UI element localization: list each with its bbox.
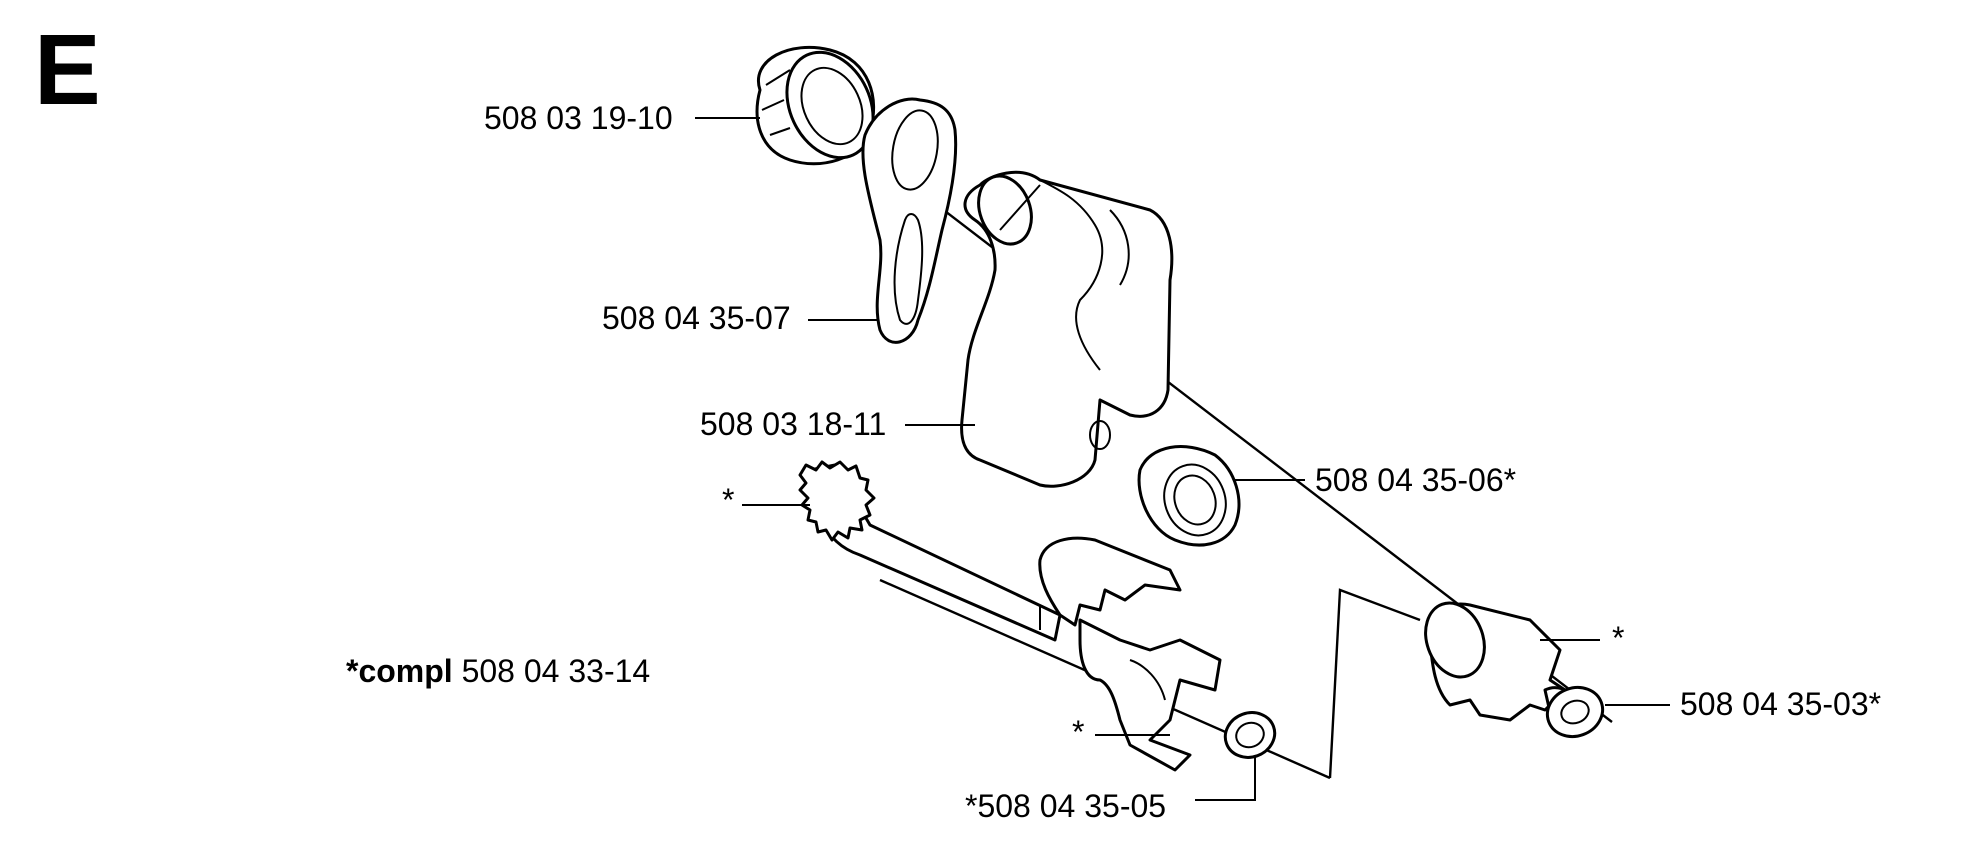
drive-gear-part [1424, 601, 1574, 722]
label-bushing: 508 04 35-06* [1315, 462, 1517, 498]
label-housing: 508 03 18-11 [700, 406, 887, 442]
label-shaft: * [722, 482, 735, 518]
label-small-washer: *508 04 35-05 [965, 788, 1167, 824]
label-cap-nut: 508 03 19-10 [484, 100, 673, 136]
label-compl: *compl 508 04 33-14 [346, 655, 650, 687]
housing-part [960, 170, 1174, 488]
splined-shaft-part [798, 460, 1062, 642]
label-lever-plate: 508 04 35-07 [602, 300, 791, 336]
small-washer-part [1223, 711, 1277, 759]
cap-nut-part [755, 45, 876, 166]
section-letter: E [34, 14, 101, 126]
bushing-part [1137, 445, 1241, 547]
right-washer-part [1545, 685, 1605, 739]
label-right-washer: 508 04 35-03* [1680, 686, 1882, 722]
assembly-axis-connector [1328, 588, 1421, 779]
label-compl-prefix: *compl [346, 653, 453, 689]
label-compl-number: 508 04 33-14 [461, 653, 651, 689]
worm-gear-part [1038, 536, 1222, 772]
label-worm-gear: * [1072, 714, 1085, 750]
leader-small-washer [1195, 755, 1256, 801]
label-drive-gear: * [1612, 620, 1625, 656]
lever-plate-part [861, 97, 958, 344]
